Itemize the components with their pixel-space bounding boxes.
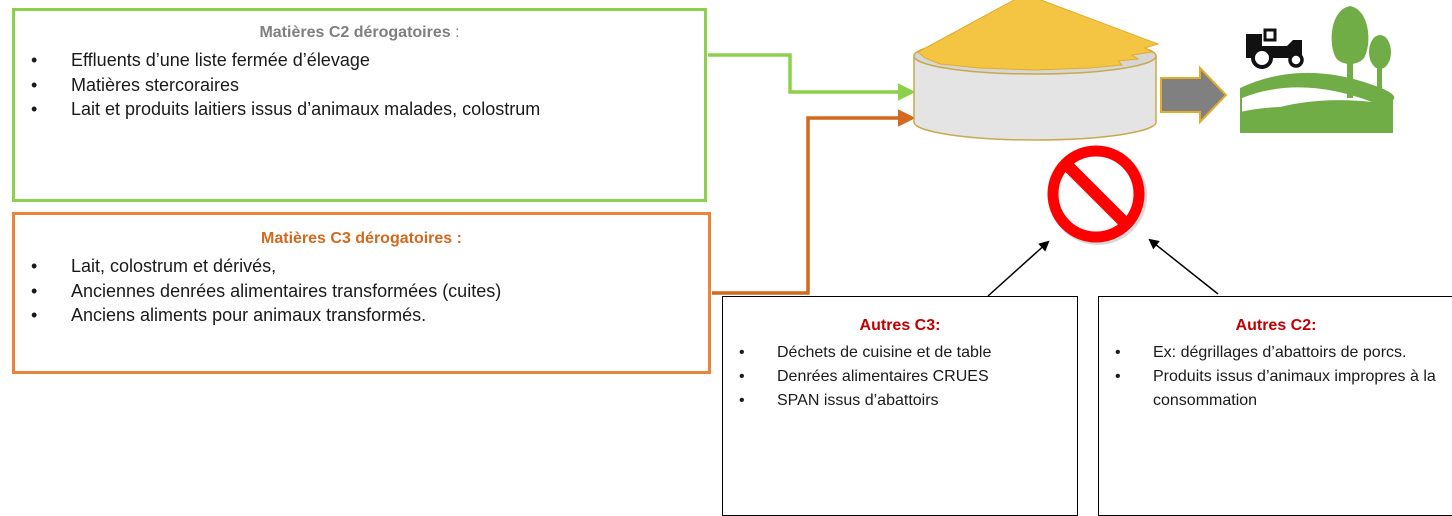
- other-c2-box: Autres C2: Ex: dégrillages d’abattoirs d…: [1098, 296, 1452, 516]
- other-c2-list: Ex: dégrillages d’abattoirs de porcs. Pr…: [1099, 341, 1452, 413]
- c3-box-title: Matières C3 dérogatoires :: [261, 230, 462, 247]
- c2-items-list: Effluents d’une liste fermée d’élevage M…: [15, 48, 704, 122]
- c3-derogatory-box: Matières C3 dérogatoires : Lait, colostr…: [12, 212, 711, 374]
- c3-items-list: Lait, colostrum et dérivés, Anciennes de…: [15, 254, 708, 328]
- c2-connector-arrow: [708, 53, 916, 101]
- list-item: Effluents d’une liste fermée d’élevage: [15, 48, 704, 73]
- prohibited-icon: [1047, 145, 1147, 245]
- list-item: Anciennes denrées alimentaires transform…: [15, 279, 708, 304]
- other-c3-list: Déchets de cuisine et de table Denrées a…: [723, 341, 1077, 413]
- autres-c2-arrow: [1148, 238, 1219, 295]
- c2-derogatory-box: Matières C2 dérogatoires : Effluents d’u…: [12, 8, 707, 202]
- list-item: Denrées alimentaires CRUES: [723, 365, 1077, 389]
- other-c3-title: Autres C3:: [859, 317, 941, 334]
- other-c3-box: Autres C3: Déchets de cuisine et de tabl…: [722, 296, 1078, 516]
- list-item: Produits issus d’animaux impropres à la …: [1099, 365, 1452, 413]
- list-item: Lait, colostrum et dérivés,: [15, 254, 708, 279]
- digester-icon: [913, 0, 1160, 141]
- list-item: Matières stercoraires: [15, 73, 704, 98]
- c3-connector-arrow: [712, 109, 916, 295]
- list-item: SPAN issus d’abattoirs: [723, 389, 1077, 413]
- list-item: Anciens aliments pour animaux transformé…: [15, 303, 708, 328]
- grey-arrow-icon: [1160, 65, 1228, 125]
- list-item: Ex: dégrillages d’abattoirs de porcs.: [1099, 341, 1452, 365]
- c2-box-title: Matières C2 dérogatoires :: [259, 24, 460, 41]
- farmland-tractor-icon: [1240, 6, 1395, 133]
- list-item: Lait et produits laitiers issus d’animau…: [15, 97, 704, 122]
- other-c2-title: Autres C2:: [1235, 317, 1317, 334]
- list-item: Déchets de cuisine et de table: [723, 341, 1077, 365]
- autres-c3-arrow: [987, 240, 1050, 297]
